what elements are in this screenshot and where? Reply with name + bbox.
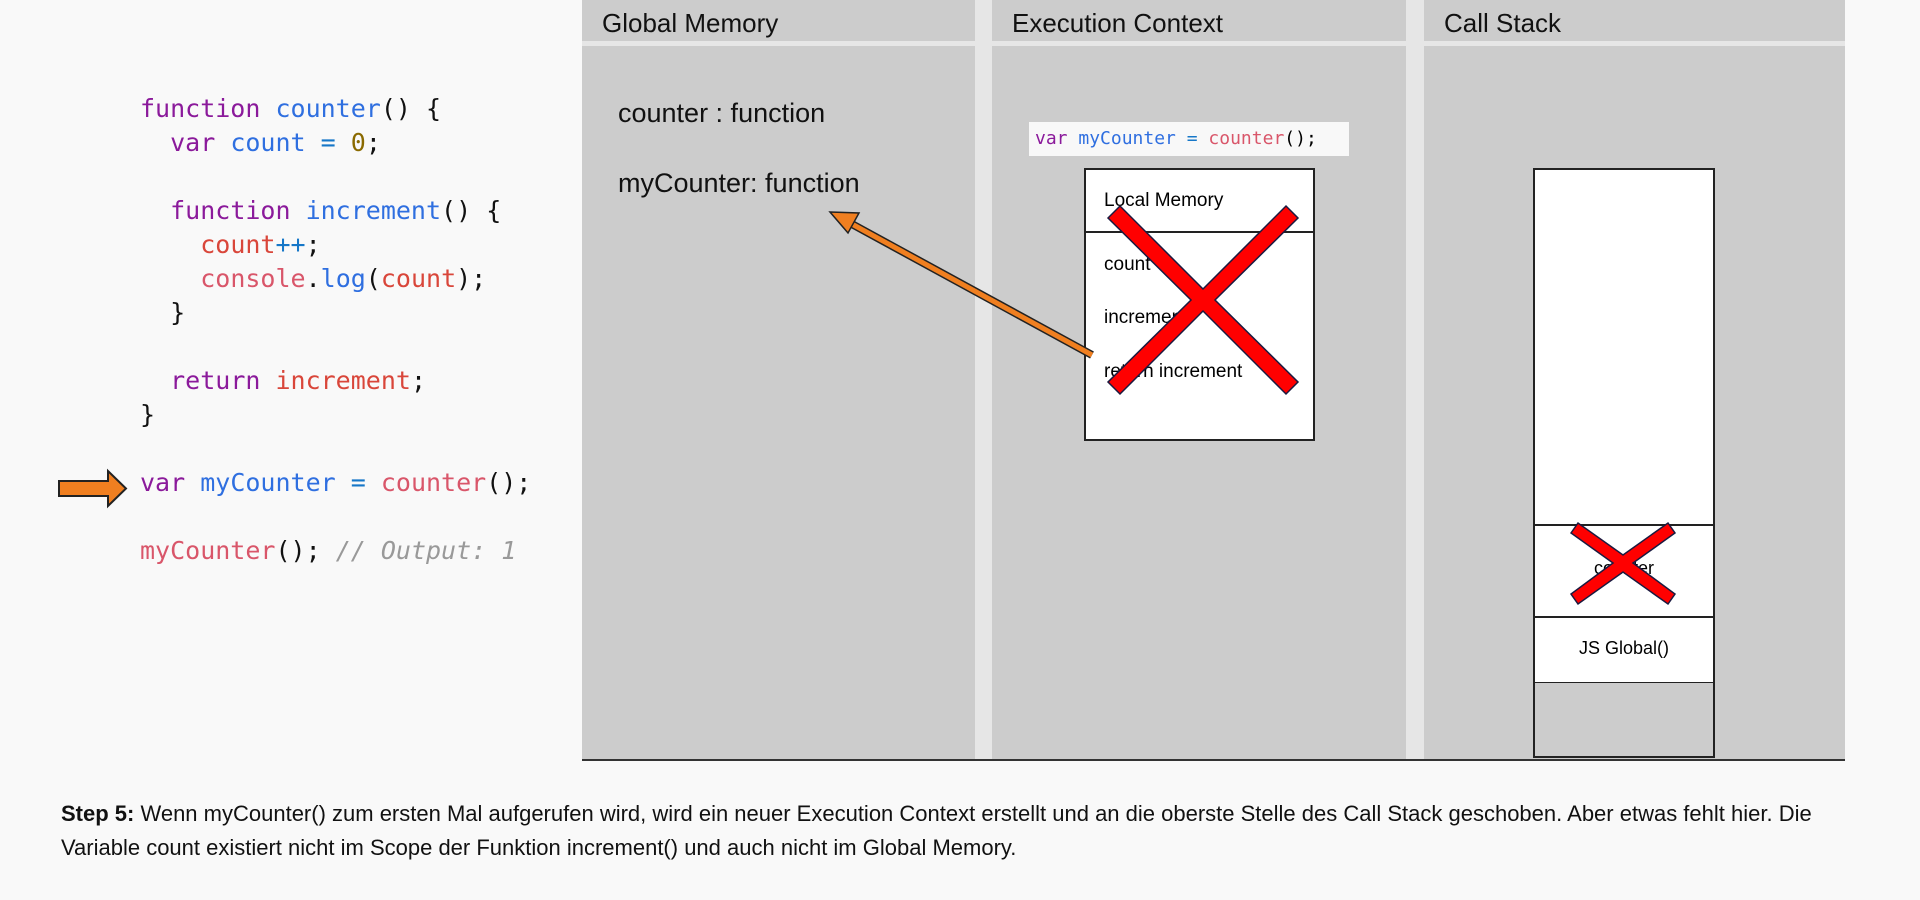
code-token: = xyxy=(320,128,351,157)
execution-statement: var myCounter = counter(); xyxy=(1029,122,1349,156)
call-stack-column: Call Stack xyxy=(1424,0,1845,761)
code-token: function xyxy=(170,196,306,225)
global-memory-column: Global Memory xyxy=(582,0,975,761)
code-token: (); xyxy=(1284,128,1317,149)
code-token: count xyxy=(380,264,457,293)
local-entry: count xyxy=(1104,254,1151,275)
code-token: var xyxy=(1035,128,1079,149)
code-token: () { xyxy=(441,196,502,225)
code-token xyxy=(140,128,170,157)
divider xyxy=(1406,0,1424,759)
code-token: increment xyxy=(305,196,442,225)
code-listing: function counter() { var count = 0; func… xyxy=(140,92,531,568)
local-memory-title: Local Memory xyxy=(1104,190,1224,211)
code-token: () { xyxy=(380,94,442,123)
code-token: . xyxy=(305,264,321,293)
code-token: counter xyxy=(275,94,381,123)
code-line xyxy=(140,500,531,534)
code-token: increment xyxy=(275,366,411,395)
code-token: (); xyxy=(486,468,532,497)
divider xyxy=(1535,616,1713,618)
current-line-arrow-icon xyxy=(58,468,128,509)
code-line: var myCounter = counter(); xyxy=(140,466,531,500)
divider xyxy=(1535,524,1713,526)
global-entry: counter : function xyxy=(618,98,826,128)
code-token: // Output: 1 xyxy=(335,536,517,565)
code-token: log xyxy=(320,264,366,293)
code-token: return xyxy=(170,366,276,395)
code-line: myCounter(); // Output: 1 xyxy=(140,534,531,568)
execution-context-column: Execution Context xyxy=(992,0,1406,761)
code-token: = xyxy=(350,468,381,497)
code-token: ; xyxy=(410,366,426,395)
stack-frame-global: JS Global() xyxy=(1578,638,1670,658)
code-token xyxy=(140,366,170,395)
code-token: } xyxy=(140,298,186,327)
code-line xyxy=(140,160,531,194)
code-token: (); xyxy=(275,536,336,565)
code-token: } xyxy=(140,400,156,429)
code-token: ); xyxy=(456,264,487,293)
code-token: ++ xyxy=(275,230,306,259)
code-token: myCounter xyxy=(140,536,276,565)
divider xyxy=(1086,231,1313,233)
code-line: } xyxy=(140,398,531,432)
global-memory-title: Global Memory xyxy=(582,0,975,46)
code-line: function increment() { xyxy=(140,194,531,228)
code-token: function xyxy=(140,94,276,123)
code-token xyxy=(140,196,170,225)
code-token: myCounter xyxy=(200,468,351,497)
code-token: count xyxy=(230,128,321,157)
code-token xyxy=(140,230,200,259)
code-token: myCounter xyxy=(1078,128,1187,149)
code-token: var xyxy=(170,128,231,157)
call-stack-title: Call Stack xyxy=(1424,0,1845,46)
code-line xyxy=(140,432,531,466)
code-token: count xyxy=(200,230,276,259)
local-memory-box: Local Memory count increment return incr… xyxy=(1084,168,1315,441)
code-token: counter xyxy=(1208,128,1285,149)
code-token: ; xyxy=(305,230,321,259)
code-token: 0 xyxy=(350,128,366,157)
code-line: } xyxy=(140,296,531,330)
divider xyxy=(975,0,992,759)
code-token: ( xyxy=(365,264,381,293)
code-token: console xyxy=(200,264,306,293)
step-label: Step 5: xyxy=(61,801,135,826)
global-entry: myCounter: function xyxy=(618,168,860,198)
code-token: var xyxy=(140,468,201,497)
local-entry: increment xyxy=(1104,307,1188,328)
code-line: function counter() { xyxy=(140,92,531,126)
code-token: ; xyxy=(365,128,381,157)
code-token: = xyxy=(1186,128,1209,149)
code-line: count++; xyxy=(140,228,531,262)
code-line xyxy=(140,330,531,364)
code-token xyxy=(140,264,200,293)
execution-context-title: Execution Context xyxy=(992,0,1406,46)
stack-frame-counter: counter xyxy=(1593,558,1655,578)
call-stack-box: counter JS Global() xyxy=(1533,168,1715,758)
code-line: var count = 0; xyxy=(140,126,531,160)
code-token: counter xyxy=(380,468,487,497)
code-line: return increment; xyxy=(140,364,531,398)
step-caption: Step 5: Wenn myCounter() zum ersten Mal … xyxy=(61,797,1861,865)
local-entry: return increment xyxy=(1104,361,1243,382)
code-line: console.log(count); xyxy=(140,262,531,296)
step-text: Wenn myCounter() zum ersten Mal aufgeruf… xyxy=(61,801,1812,860)
stack-empty-slot xyxy=(1535,683,1713,756)
